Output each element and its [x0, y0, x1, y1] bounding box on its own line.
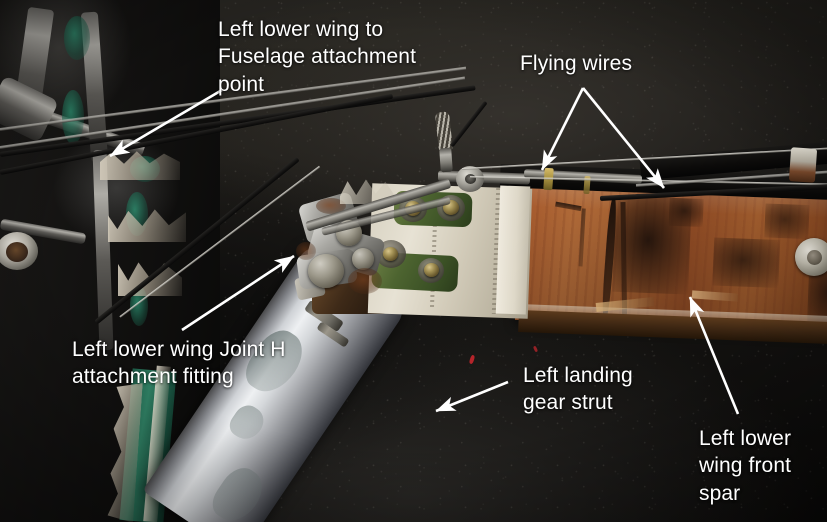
spar-stain — [668, 197, 704, 228]
strut-scuff — [225, 400, 270, 446]
attachment-bolt — [383, 247, 398, 261]
jh-corrosion — [316, 198, 346, 214]
jh-bolt-boss — [308, 254, 344, 288]
fabric-tape — [495, 185, 531, 315]
green-painted-fuselage-fitting — [62, 90, 84, 144]
spar-stain — [764, 203, 810, 240]
jh-bolt-boss — [352, 248, 374, 270]
strut-scuff — [206, 460, 271, 522]
rod-end-hole — [465, 174, 476, 184]
label-left-lower-wing-front-spar: Left lower wing front spar — [699, 427, 792, 505]
label-left-lower-wing-joint-h-attachment-fitting: Left lower wing Joint H attachment fitti… — [72, 338, 286, 389]
label-left-lower-wing-to-fuselage-attachment-point: Left lower wing to Fuselage attachment p… — [218, 18, 417, 96]
label-left-landing-gear-strut: Left landing gear strut — [523, 364, 633, 415]
jh-corrosion — [296, 242, 316, 260]
label-flying-wires: Flying wires — [520, 52, 633, 75]
wire-lug — [439, 147, 453, 173]
tube-bore — [6, 242, 28, 262]
spar-bolt — [807, 250, 822, 265]
green-painted-fuselage-fitting — [130, 286, 148, 326]
jh-corrosion — [348, 268, 382, 294]
spar-crack — [555, 201, 582, 212]
tube-stub — [788, 147, 818, 183]
spar-crack — [578, 208, 586, 267]
attachment-bolt — [424, 263, 439, 277]
green-painted-fuselage-fitting — [64, 16, 90, 60]
spar-stain — [712, 237, 781, 288]
